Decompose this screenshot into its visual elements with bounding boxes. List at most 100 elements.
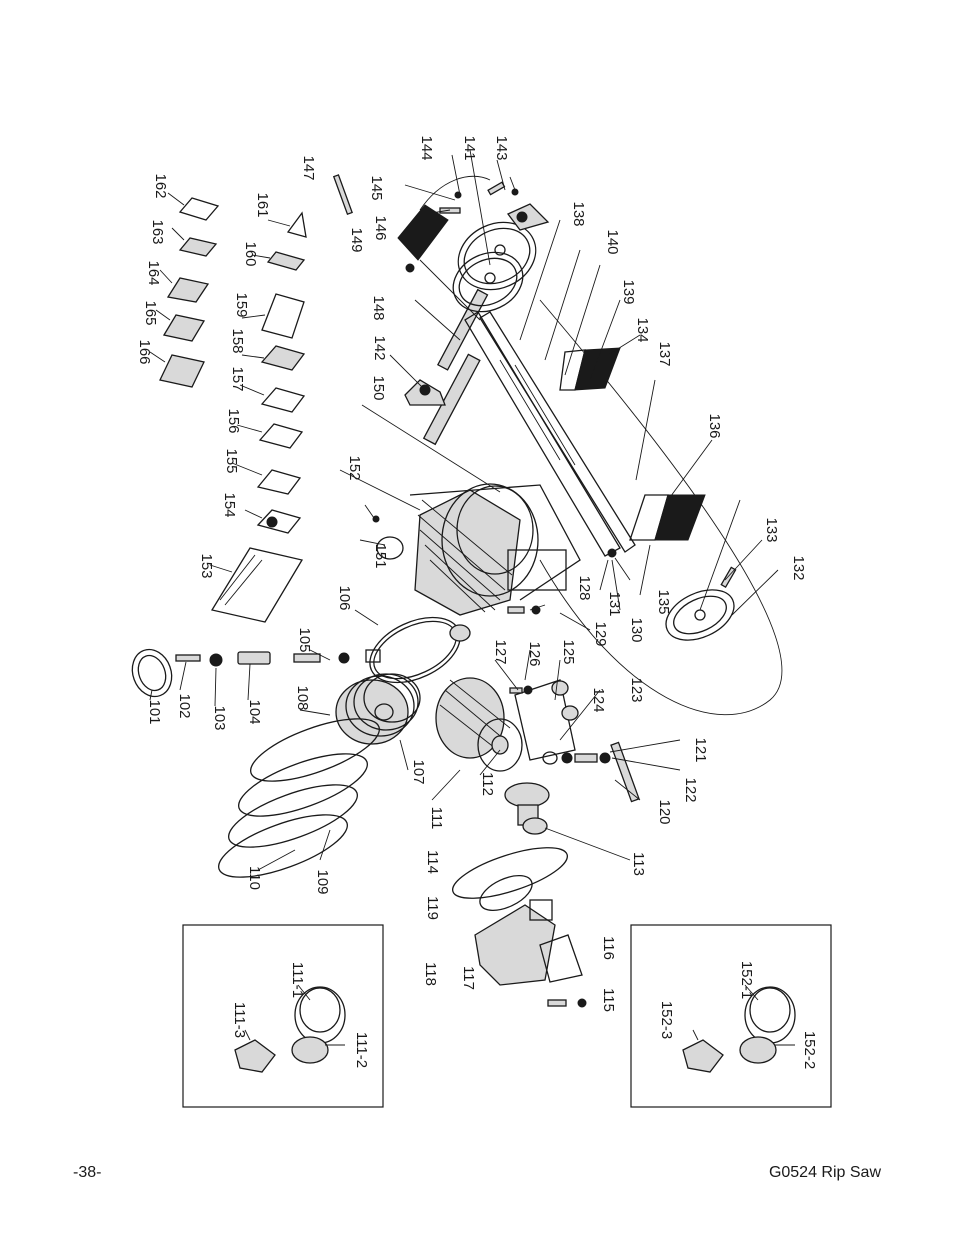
decal-161 — [286, 211, 307, 238]
decal-163 — [178, 237, 218, 257]
callout-106: 106 — [336, 585, 353, 610]
decal-164 — [166, 277, 210, 303]
inset-152-parts — [682, 984, 796, 1073]
callout-104: 104 — [246, 699, 263, 724]
part-111-motor — [435, 677, 523, 772]
callout-151: 151 — [372, 543, 389, 568]
part-114-belt — [452, 847, 568, 899]
callout-137: 137 — [656, 341, 673, 366]
part-115-bearing — [506, 203, 550, 231]
callout-142: 142 — [371, 335, 388, 360]
decal-154 — [256, 509, 302, 534]
callout-118: 118 — [422, 962, 439, 986]
callout-146: 146 — [372, 215, 389, 240]
part-141-pulley — [452, 221, 537, 313]
callout-162: 162 — [152, 173, 169, 198]
callout-130: 130 — [628, 617, 645, 642]
decal-158 — [260, 345, 306, 371]
inset-111 — [182, 924, 384, 1108]
callout-160: 160 — [242, 241, 259, 266]
callout-138: 138 — [570, 201, 587, 226]
callout-141: 141 — [461, 135, 478, 160]
part-134-brush — [574, 347, 621, 391]
model-name: G0524 Rip Saw — [768, 1164, 881, 1181]
callout-161: 161 — [254, 192, 271, 217]
callout-135: 135 — [655, 589, 672, 614]
inset-111-parts — [234, 984, 346, 1073]
callout-105: 105 — [296, 627, 313, 652]
callout-120: 120 — [656, 799, 673, 824]
part-113-hub — [504, 782, 550, 835]
part-104-sleeve — [237, 651, 271, 665]
callout-111-3: 111-3 — [231, 1002, 248, 1038]
callout-152: 152 — [346, 455, 363, 480]
callout-156: 156 — [225, 408, 242, 433]
callout-143: 143 — [493, 135, 510, 160]
decal-156 — [258, 423, 304, 449]
part-136-brush — [654, 494, 706, 541]
callout-112: 112 — [479, 772, 496, 796]
part-119-pulley — [479, 875, 533, 911]
decal-165 — [162, 314, 206, 342]
callout-129: 129 — [592, 621, 609, 646]
callout-116: 116 — [600, 936, 617, 960]
callout-133: 133 — [763, 517, 780, 542]
part-120-shaft — [610, 741, 640, 803]
part-150-shaft — [422, 353, 481, 446]
inset-152 — [630, 924, 832, 1108]
callout-109: 109 — [314, 869, 331, 894]
part-123-bracket — [514, 679, 576, 761]
part-138-rail — [464, 311, 636, 557]
part-132-wheel — [665, 589, 735, 641]
part-105-spring — [293, 653, 321, 663]
page-number: -38- — [73, 1164, 102, 1181]
callout-144: 144 — [418, 135, 435, 160]
callout-165: 165 — [142, 300, 159, 325]
callout-107: 107 — [410, 759, 427, 784]
part-117-gearbox — [474, 899, 556, 986]
callout-131: 131 — [606, 591, 623, 616]
part-130-plate — [409, 484, 581, 601]
callout-103: 103 — [211, 705, 228, 730]
callout-114: 114 — [424, 850, 441, 874]
callout-157: 157 — [229, 366, 246, 391]
callout-117: 117 — [460, 966, 477, 990]
part-109-110-belts — [218, 718, 380, 878]
callout-102: 102 — [176, 693, 193, 718]
callout-148: 148 — [370, 295, 387, 320]
part-115-bolt — [547, 999, 567, 1007]
decal-162 — [178, 197, 220, 221]
decal-160 — [266, 251, 306, 271]
callout-154: 154 — [221, 492, 238, 517]
part-101-ring — [131, 648, 173, 698]
callout-166: 166 — [136, 339, 153, 364]
parts-drawing — [131, 149, 832, 1108]
callout-108: 108 — [294, 685, 311, 710]
callout-152-1: 152-1 — [738, 961, 755, 999]
callout-150: 150 — [370, 375, 387, 400]
callout-147: 147 — [300, 155, 317, 180]
part-146-brush — [397, 204, 449, 261]
callout-155: 155 — [223, 448, 240, 473]
callout-122: 122 — [682, 777, 699, 802]
callout-152-3: 152-3 — [658, 1001, 675, 1039]
decal-166 — [159, 354, 205, 388]
callout-134: 134 — [634, 317, 651, 342]
callout-101: 101 — [146, 699, 163, 724]
callout-158: 158 — [229, 328, 246, 353]
callout-163: 163 — [149, 219, 166, 244]
part-152-motor — [376, 483, 567, 642]
callout-145: 145 — [368, 175, 385, 200]
decal-155 — [256, 469, 302, 495]
callout-164: 164 — [145, 260, 162, 285]
callout-115: 115 — [600, 988, 617, 1012]
callout-110: 110 — [246, 866, 263, 890]
callout-119: 119 — [424, 896, 441, 920]
callout-123: 123 — [628, 677, 645, 702]
part-103-nut — [209, 653, 223, 667]
decal-159 — [261, 293, 305, 339]
callout-139: 139 — [620, 279, 637, 304]
callout-152-2: 152-2 — [801, 1031, 818, 1069]
